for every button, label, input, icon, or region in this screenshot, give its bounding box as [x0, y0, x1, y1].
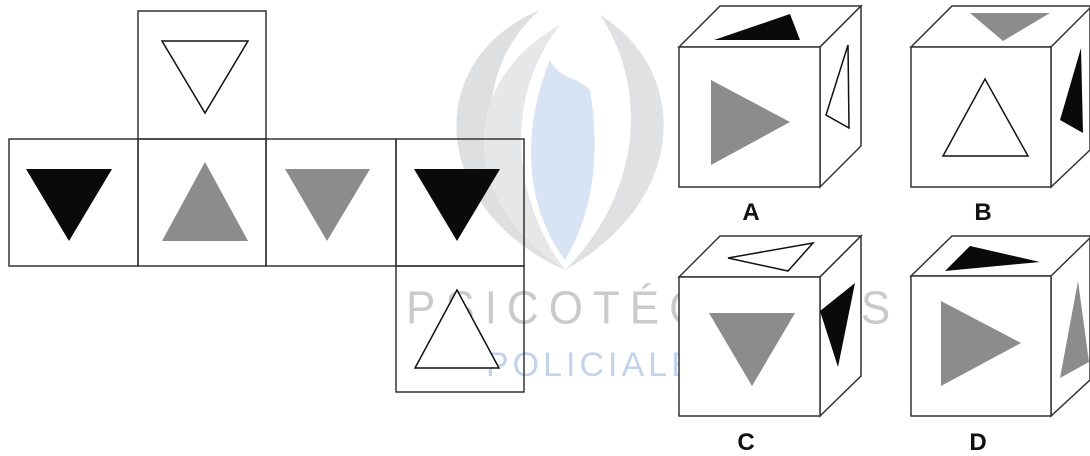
net-face-bottom — [395, 265, 525, 393]
net-face2-gray-triangle — [162, 162, 248, 241]
watermark-bird — [531, 60, 595, 260]
option-a-label[interactable]: A — [742, 199, 760, 226]
option-c-label[interactable]: C — [737, 429, 755, 456]
net-top-white-triangle — [160, 40, 250, 115]
watermark-swoosh-right — [565, 15, 664, 270]
cube-b-top-gray-triangle — [970, 13, 1050, 41]
watermark-swoosh-outer — [456, 10, 565, 270]
cube-a-side-white-triangle — [825, 44, 850, 130]
cube-d-top-black-triangle — [945, 246, 1040, 271]
cube-c — [677, 234, 863, 418]
net-face3-gray-triangle — [285, 169, 370, 241]
option-b-label[interactable]: B — [974, 199, 992, 226]
cube-b-side-black-triangle — [1060, 48, 1083, 133]
cube-c-top-white-triangle — [727, 241, 816, 272]
cube-b-front-white-triangle — [941, 77, 1030, 157]
net-face4-black-triangle — [414, 169, 500, 241]
option-d-label[interactable]: D — [969, 429, 987, 456]
cube-c-front-gray-triangle — [709, 313, 795, 386]
cube-a — [677, 4, 863, 189]
watermark-swoosh-mid — [483, 25, 565, 270]
cube-b — [909, 5, 1090, 189]
cube-d — [909, 235, 1090, 418]
cube-d-front-gray-triangle — [941, 301, 1021, 386]
cube-d-side-gray-triangle — [1060, 281, 1089, 378]
cube-a-top-black-triangle — [714, 14, 800, 40]
cube-a-front-gray-triangle — [711, 80, 790, 165]
cube-net — [8, 10, 525, 393]
cube-c-side-black-triangle — [820, 283, 855, 367]
net-bottom-white-triangle — [413, 288, 501, 369]
net-face1-black-triangle — [26, 169, 112, 241]
